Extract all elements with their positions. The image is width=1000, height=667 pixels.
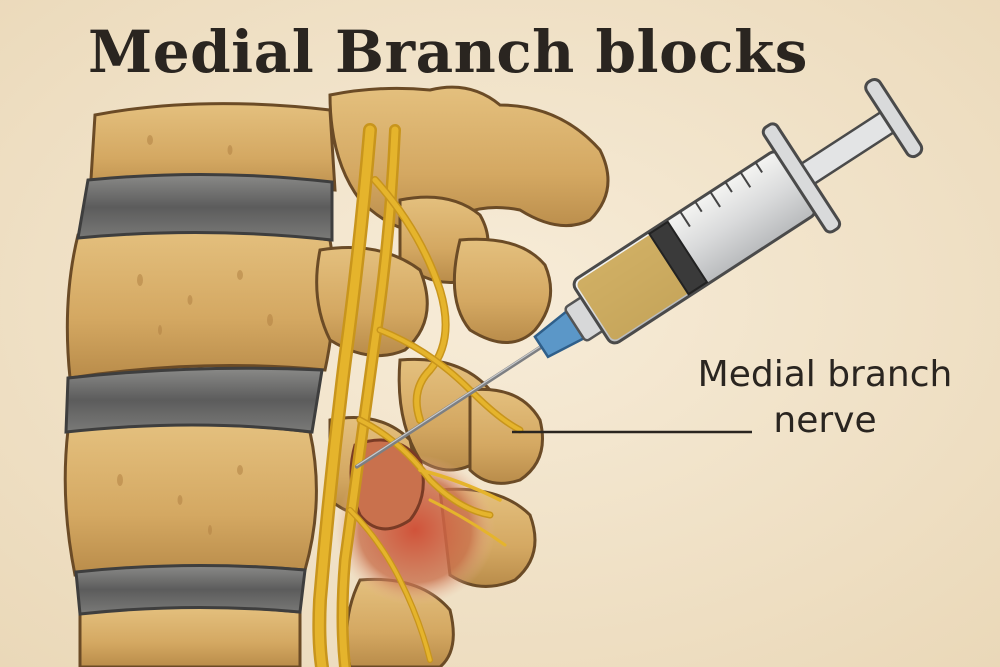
- thumb-rest: [864, 77, 924, 159]
- transverse-process-2: [468, 387, 544, 485]
- upper-process: [328, 85, 610, 234]
- vertebra-3: [63, 422, 318, 577]
- vertebra-2: [65, 227, 336, 380]
- medication: [577, 233, 691, 340]
- intervertebral-discs: [64, 172, 334, 616]
- vertebra-4: [78, 605, 302, 667]
- label-line-2: nerve: [773, 400, 877, 441]
- page-title: Medial Branch blocks: [88, 18, 808, 86]
- nerve-icon: [312, 123, 524, 667]
- disc-2: [64, 366, 324, 434]
- needle: [354, 339, 552, 469]
- vertebral-bodies: [63, 102, 337, 667]
- disc-1: [76, 172, 334, 242]
- syringe-icon: [354, 77, 924, 469]
- transverse-process-1: [452, 237, 553, 344]
- medial-branch-nerve-label: Medial branch nerve: [690, 352, 960, 444]
- bone-texture: [117, 135, 273, 535]
- label-line-1: Medial branch: [697, 354, 953, 395]
- disc-3: [74, 563, 307, 616]
